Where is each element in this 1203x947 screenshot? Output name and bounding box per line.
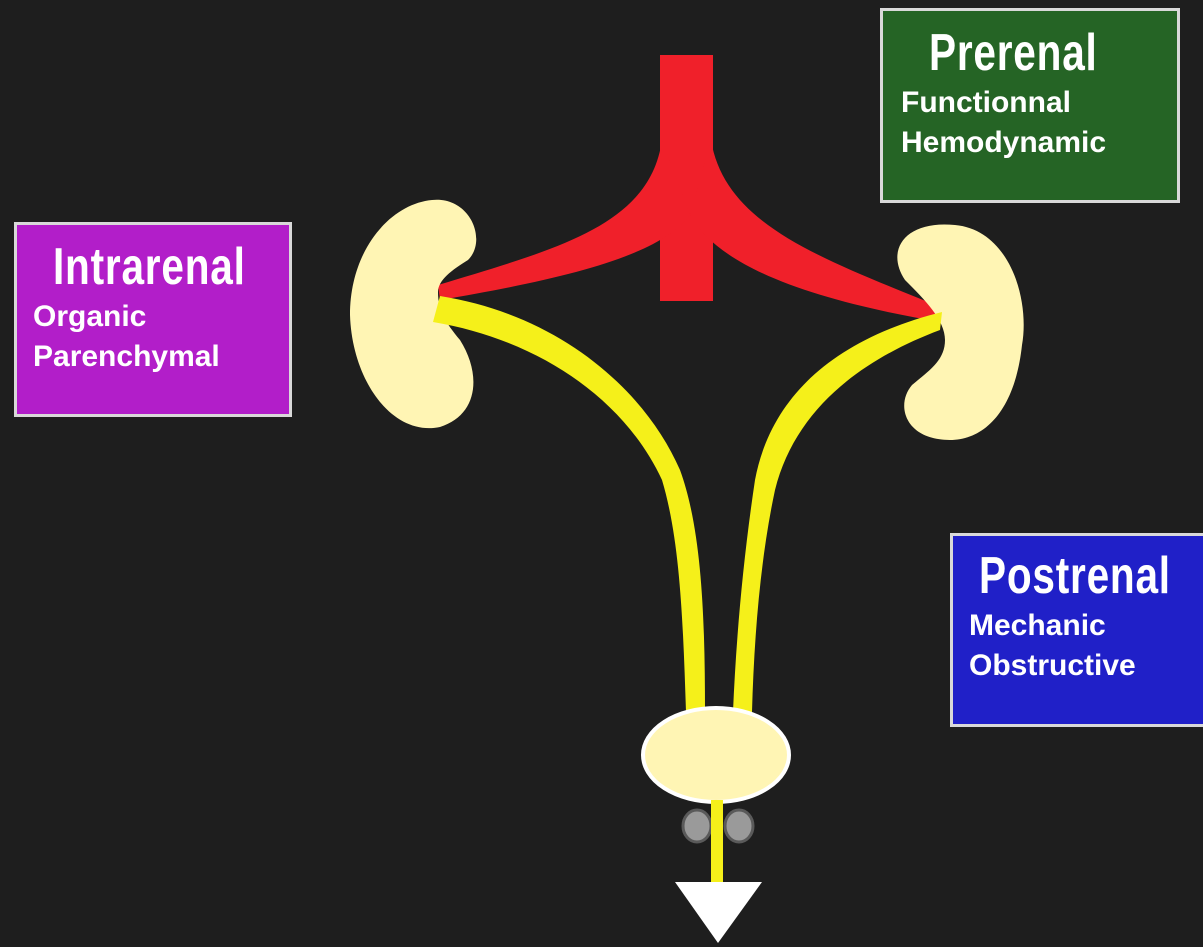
postrenal-line-1: Mechanic xyxy=(969,606,1203,646)
prerenal-line-1: Functionnal xyxy=(901,83,1177,123)
postrenal-line-2: Obstructive xyxy=(969,646,1203,686)
left-renal-artery xyxy=(438,140,690,300)
intrarenal-box: Intrarenal Organic Parenchymal xyxy=(14,222,292,417)
prerenal-title: Prerenal xyxy=(929,23,1122,83)
right-ureter xyxy=(733,312,942,712)
left-ureter xyxy=(433,296,705,712)
urethra-upper xyxy=(711,800,723,845)
prerenal-box: Prerenal Functionnal Hemodynamic xyxy=(880,8,1180,203)
postrenal-title: Postrenal xyxy=(979,546,1154,606)
bladder-icon xyxy=(643,708,789,802)
prerenal-line-2: Hemodynamic xyxy=(901,123,1177,163)
intrarenal-title: Intrarenal xyxy=(53,237,237,297)
intrarenal-line-2: Parenchymal xyxy=(33,337,289,377)
urine-outflow-arrow-icon xyxy=(675,882,762,943)
postrenal-box: Postrenal Mechanic Obstructive xyxy=(950,533,1203,727)
intrarenal-line-1: Organic xyxy=(33,297,289,337)
